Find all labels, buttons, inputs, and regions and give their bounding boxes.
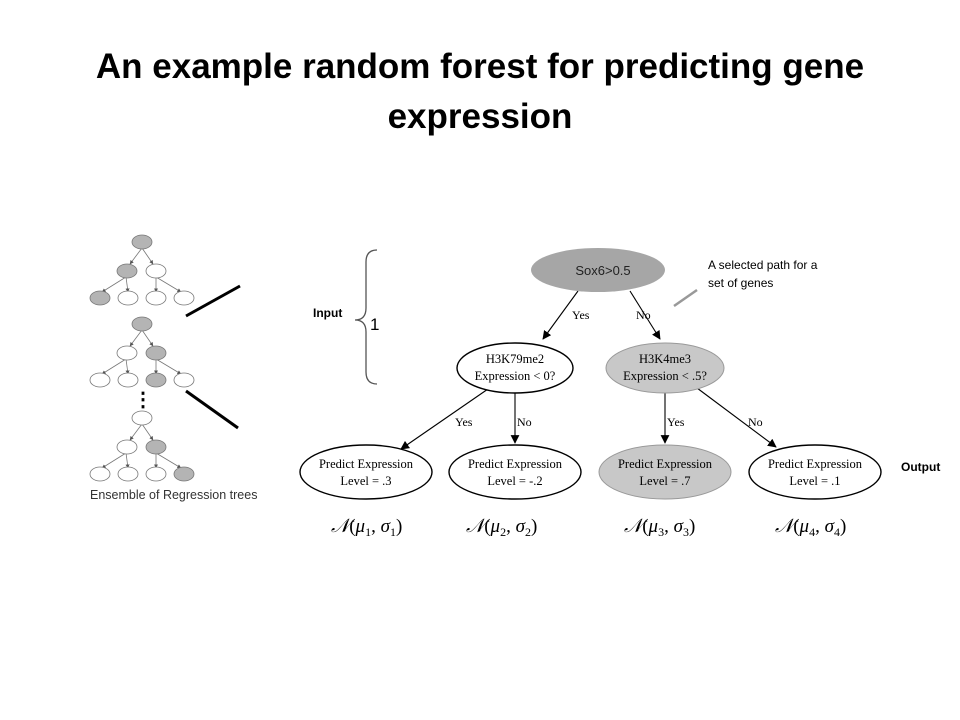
leaf-distribution-2: 𝒩(μ2, σ2): [466, 516, 537, 539]
mini-node: [145, 372, 167, 388]
mini-node: [116, 345, 138, 361]
sigma-subscript: 4: [834, 525, 840, 539]
edge-label-yes: Yes: [667, 415, 685, 429]
mu-subscript: 1: [365, 525, 371, 539]
edge-label-yes: Yes: [572, 308, 590, 322]
mini-tree-1: [89, 234, 195, 306]
annotation-pointer: [673, 288, 698, 308]
leaf-node-1: Predict Expression Level = .3: [299, 444, 433, 500]
leaf-label-line1: Predict Expression: [468, 457, 563, 471]
slide-title-line1: An example random forest for predicting …: [95, 47, 865, 86]
input-label: Input: [313, 306, 342, 320]
mini-node: [89, 466, 111, 482]
mini-node: [117, 290, 139, 306]
internal-node-right-line1: H3K4me3: [639, 352, 691, 366]
path-annotation-line1: A selected path for a: [708, 258, 818, 272]
path-annotation-line2: set of genes: [708, 276, 773, 290]
svg-text:𝒩(μ3, σ3): 𝒩(μ3, σ3): [624, 516, 695, 539]
brace-index: 1: [370, 315, 379, 334]
mini-node: [145, 466, 167, 482]
input-brace: [354, 249, 378, 385]
root-node-label: Sox6>0.5: [575, 263, 630, 278]
edge-label-no: No: [748, 415, 763, 429]
leaf-label-line2: Level = .7: [639, 474, 690, 488]
mini-node: [145, 345, 167, 361]
mini-node: [117, 466, 139, 482]
normal-symbol: 𝒩: [775, 516, 799, 537]
leaf-node-4: Predict Expression Level = .1: [748, 444, 882, 500]
mini-node: [89, 372, 111, 388]
sigma-subscript: 1: [390, 525, 396, 539]
ensemble-ellipsis: ⋮: [133, 389, 153, 411]
leaf-distribution-3: 𝒩(μ3, σ3): [624, 516, 695, 539]
svg-text:𝒩(μ2, σ2): 𝒩(μ2, σ2): [466, 516, 537, 539]
ensemble-connector-line: [185, 389, 239, 430]
sigma-symbol: σ: [516, 516, 526, 537]
leaf-distribution-1: 𝒩(μ1, σ1): [331, 516, 402, 539]
leaf-label-line1: Predict Expression: [319, 457, 414, 471]
mu-symbol: μ: [490, 516, 501, 537]
mu-subscript: 3: [658, 525, 664, 539]
ensemble-connector-line: [185, 284, 241, 318]
mu-subscript: 2: [500, 525, 506, 539]
mu-symbol: μ: [648, 516, 659, 537]
mu-symbol: μ: [355, 516, 366, 537]
leaf-label-line1: Predict Expression: [618, 457, 713, 471]
sigma-symbol: σ: [674, 516, 684, 537]
edge-label-no: No: [636, 308, 651, 322]
mini-node: [173, 466, 195, 482]
mini-node: [116, 439, 138, 455]
mini-node: [131, 234, 153, 250]
internal-node-left: H3K79me2 Expression < 0?: [456, 342, 574, 394]
ensemble-trees: ⋮ Ensemble of Regression trees: [89, 234, 257, 502]
internal-node-left-line1: H3K79me2: [486, 352, 544, 366]
leaf-label-line2: Level = -.2: [487, 474, 542, 488]
mini-node: [131, 316, 153, 332]
mu-symbol: μ: [799, 516, 810, 537]
output-label: Output: [901, 460, 940, 474]
mini-node: [145, 439, 167, 455]
edge-label-no: No: [517, 415, 532, 429]
mini-tree-3: [89, 410, 195, 482]
mini-node: [116, 263, 138, 279]
mini-node: [89, 290, 111, 306]
slide-title-line2: expression: [387, 97, 573, 136]
internal-node-right: H3K4me3 Expression < .5?: [605, 342, 725, 394]
sigma-subscript: 3: [683, 525, 689, 539]
internal-node-left-line2: Expression < 0?: [475, 369, 556, 383]
normal-symbol: 𝒩: [466, 516, 490, 537]
mini-tree-2: [89, 316, 195, 388]
mini-node: [117, 372, 139, 388]
svg-text:𝒩(μ1, σ1): 𝒩(μ1, σ1): [331, 516, 402, 539]
mini-node: [131, 410, 153, 426]
ensemble-caption: Ensemble of Regression trees: [90, 488, 257, 502]
mini-node: [145, 263, 167, 279]
sigma-subscript: 2: [525, 525, 531, 539]
sigma-symbol: σ: [825, 516, 835, 537]
mini-node: [173, 372, 195, 388]
leaf-label-line2: Level = .1: [789, 474, 840, 488]
mini-node: [173, 290, 195, 306]
internal-node-right-line2: Expression < .5?: [623, 369, 707, 383]
mini-node: [145, 290, 167, 306]
tree-edges: [400, 290, 777, 450]
leaf-node-3: Predict Expression Level = .7: [598, 444, 732, 500]
leaf-label-line2: Level = .3: [340, 474, 391, 488]
svg-text:𝒩(μ4, σ4): 𝒩(μ4, σ4): [775, 516, 846, 539]
normal-symbol: 𝒩: [331, 516, 355, 537]
mu-subscript: 4: [809, 525, 815, 539]
leaf-distribution-4: 𝒩(μ4, σ4): [775, 516, 846, 539]
edge-label-yes: Yes: [455, 415, 473, 429]
leaf-label-line1: Predict Expression: [768, 457, 863, 471]
leaf-node-2: Predict Expression Level = -.2: [448, 444, 582, 500]
root-node: Sox6>0.5: [531, 248, 665, 292]
slide-title: An example random forest for predicting …: [40, 42, 920, 142]
normal-symbol: 𝒩: [624, 516, 648, 537]
sigma-symbol: σ: [381, 516, 391, 537]
